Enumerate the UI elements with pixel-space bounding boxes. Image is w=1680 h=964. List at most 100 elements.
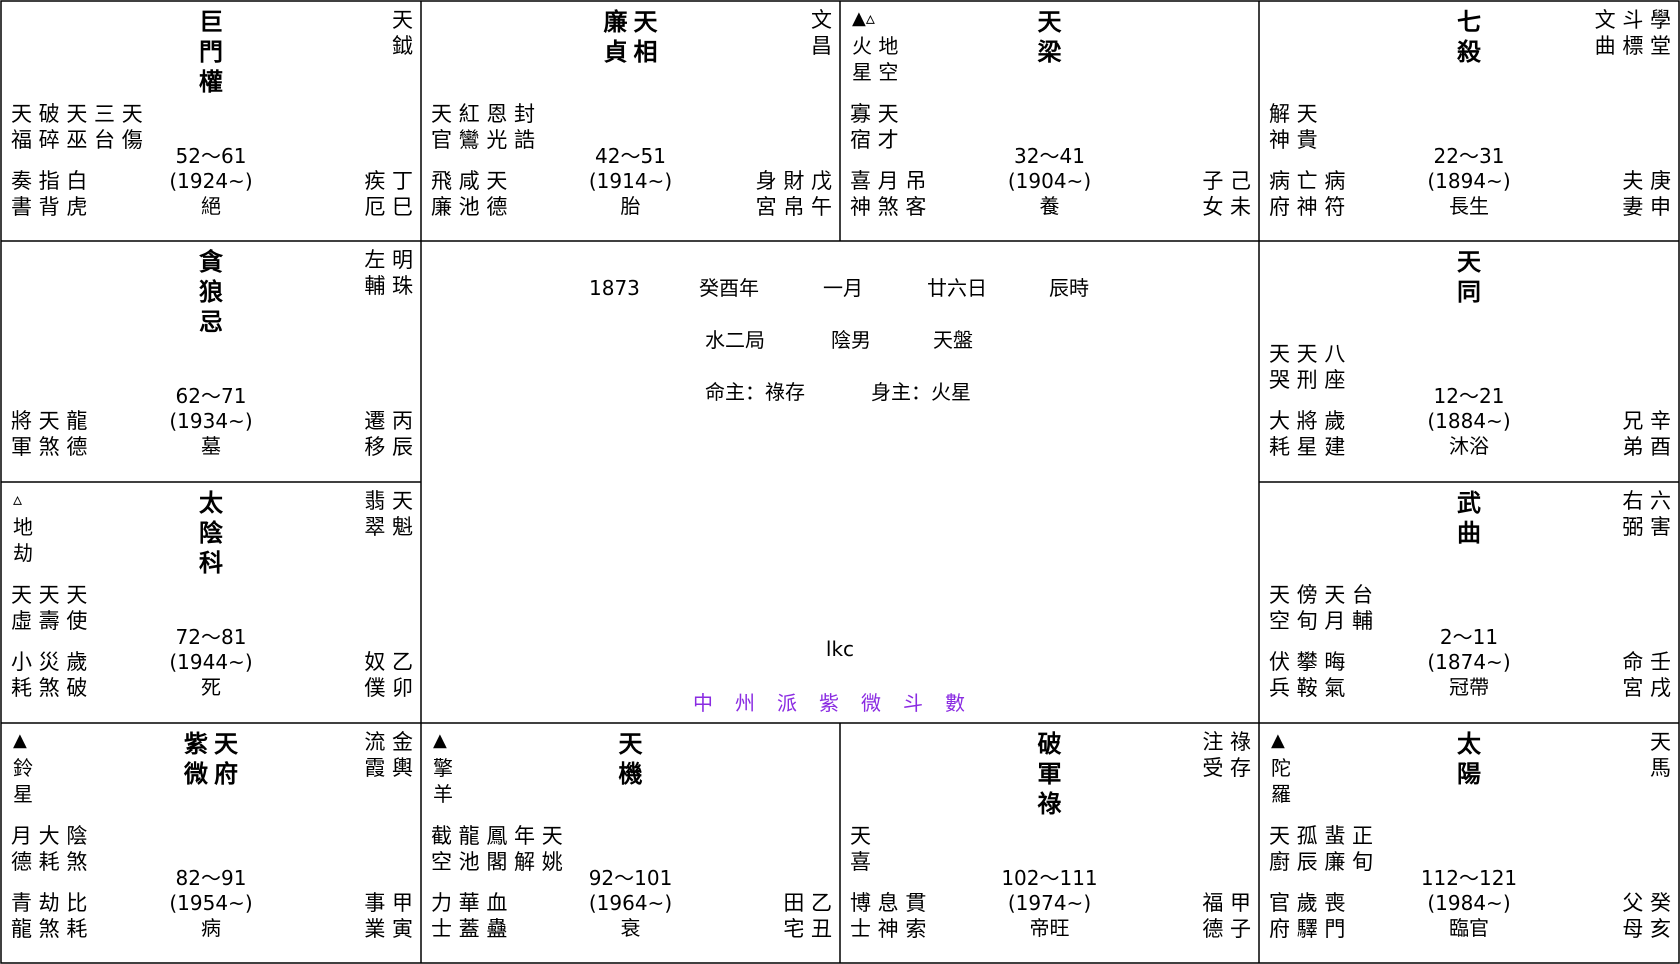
palace-name-branch: 夫 庚妻 申 <box>1622 168 1671 220</box>
top-left-star-row: 陀 <box>1271 756 1291 780</box>
age-range: 42～51 <box>595 144 666 168</box>
bottom-left-stars: 力 華 血士 蓋 蠱 <box>431 890 507 942</box>
life-stage: 衰 <box>620 916 641 940</box>
main-star-column: 天相 <box>633 8 658 66</box>
age-range: 12～21 <box>1433 384 1505 408</box>
bottom-left-stars: 飛 咸 天廉 池 德 <box>431 168 507 220</box>
life-stage: 墓 <box>201 434 221 458</box>
palace-name-row: 德 子 <box>1202 917 1251 941</box>
main-stars: 太陰科 <box>1 488 421 578</box>
palace-name-branch: 命 壬宮 戌 <box>1622 649 1671 701</box>
main-stars: 巨門權 <box>1 7 421 97</box>
top-right-stars: 注 祿受 存 <box>1202 729 1251 781</box>
minor-star-row: 喜 <box>850 850 871 874</box>
minor-stars: 天 天 天虛 壽 使 <box>11 582 87 634</box>
marker-triangles: ▵ <box>13 489 23 510</box>
bottom-left-row: 廉 池 德 <box>431 195 508 219</box>
minor-stars: 月 大 陰德 耗 煞 <box>11 823 87 875</box>
palace-name-row: 遷 丙 <box>364 409 413 433</box>
minor-stars: 天 孤 蜚 正廚 辰 廉 旬 <box>1269 823 1373 875</box>
palace-name-row: 弟 酉 <box>1622 435 1671 459</box>
palace-name-row: 身 財 戊 <box>755 169 832 193</box>
top-right-star-row: 翡 天 <box>364 489 413 513</box>
age-range: 2～11 <box>1439 625 1499 649</box>
minor-star-row: 虛 壽 使 <box>11 609 88 633</box>
bottom-left-stars: 伏 攀 晦兵 鞍 氣 <box>1269 649 1345 701</box>
top-left-star-row: 劫 <box>13 541 33 565</box>
minor-star-row: 月 大 陰 <box>11 824 88 848</box>
minor-stars: 天喜 <box>850 823 871 875</box>
bottom-left-row: 大 將 歲 <box>1269 409 1346 433</box>
age-range: 72～81 <box>175 625 247 649</box>
birth-day: 廿六日 <box>927 276 987 300</box>
main-star-column: 巨門權 <box>199 8 223 96</box>
main-stars: 紫微天府 <box>1 729 421 789</box>
bottom-left-row: 伏 攀 晦 <box>1269 650 1346 674</box>
palace-name-branch: 事 甲業 寅 <box>364 890 413 942</box>
top-right-star-row: 馬 <box>1650 756 1671 780</box>
main-star-column: 七殺 <box>1457 8 1481 66</box>
top-right-stars: 天馬 <box>1650 729 1671 781</box>
top-left-star-row: 火 地 <box>852 34 899 58</box>
marker-triangles: ▲ <box>433 730 447 751</box>
palace-name-branch: 子 己女 未 <box>1202 168 1251 220</box>
palace-name-row: 僕 卯 <box>364 676 413 700</box>
top-right-stars: 右 六弼 害 <box>1622 488 1671 540</box>
birth-month: 一月 <box>823 276 863 300</box>
main-star-column: 天府 <box>214 730 238 788</box>
main-star-column: 貪狼忌 <box>199 248 223 336</box>
main-stars: 天同 <box>1259 247 1679 307</box>
start-year: (1974~) <box>1007 891 1092 915</box>
palace-name-row: 移 辰 <box>364 435 413 459</box>
top-right-stars: 左 明輔 珠 <box>364 247 413 299</box>
age-range: 112～121 <box>1420 866 1518 890</box>
palace-name-row: 宮 戌 <box>1622 676 1671 700</box>
bottom-left-row: 小 災 歲 <box>11 650 88 674</box>
main-star-column: 太陰科 <box>199 489 223 577</box>
top-right-star-row: 左 明 <box>364 248 413 272</box>
bottom-left-row: 府 驛 門 <box>1269 917 1346 941</box>
minor-star-row: 天 天 八 <box>1269 342 1346 366</box>
bottom-left-row: 力 華 血 <box>431 891 508 915</box>
minor-star-row: 德 耗 煞 <box>11 850 88 874</box>
main-star-column: 天機 <box>618 730 643 788</box>
main-stars: 廉貞天相 <box>421 7 840 67</box>
minor-star-row: 天 紅 恩 封 <box>431 102 536 126</box>
start-year: (1984~) <box>1427 891 1511 915</box>
top-right-star-row: 流 金 <box>364 730 413 754</box>
start-year: (1924~) <box>169 169 253 193</box>
palace-name-row: 疾 丁 <box>364 169 413 193</box>
minor-stars: 天 破 天 三 天福 碎 巫 台 傷 <box>11 101 143 153</box>
minor-star-row: 廚 辰 廉 旬 <box>1269 850 1374 874</box>
life-stage: 胎 <box>620 194 641 218</box>
palace-name-branch: 奴 乙僕 卯 <box>364 649 413 701</box>
bottom-left-row: 府 神 符 <box>1269 195 1346 219</box>
life-stage: 絕 <box>201 194 221 218</box>
bottom-left-row: 喜 月 吊 <box>850 169 927 193</box>
minor-star-row: 哭 刑 座 <box>1269 368 1346 392</box>
life-stage: 沐浴 <box>1449 434 1489 458</box>
minor-star-row: 天 孤 蜚 正 <box>1269 824 1374 848</box>
palace-name-row: 福 甲 <box>1202 891 1251 915</box>
palace-name-row: 厄 巳 <box>364 195 413 219</box>
age-range: 32～41 <box>1014 144 1085 168</box>
palace-name-row: 女 未 <box>1202 195 1251 219</box>
palace-name-branch: 遷 丙移 辰 <box>364 408 413 460</box>
bottom-left-row: 博 息 貫 <box>850 891 927 915</box>
bottom-left-stars: 小 災 歲耗 煞 破 <box>11 649 87 701</box>
minor-star-row: 神 貴 <box>1269 128 1318 152</box>
ming-zhu: 命主：祿存 <box>705 380 805 404</box>
palace-name-row: 夫 庚 <box>1622 169 1671 193</box>
pan-type: 天盤 <box>933 328 973 352</box>
palace-name-branch: 兄 辛弟 酉 <box>1622 408 1671 460</box>
birth-hour: 辰時 <box>1049 276 1089 300</box>
main-stars: 貪狼忌 <box>1 247 421 337</box>
